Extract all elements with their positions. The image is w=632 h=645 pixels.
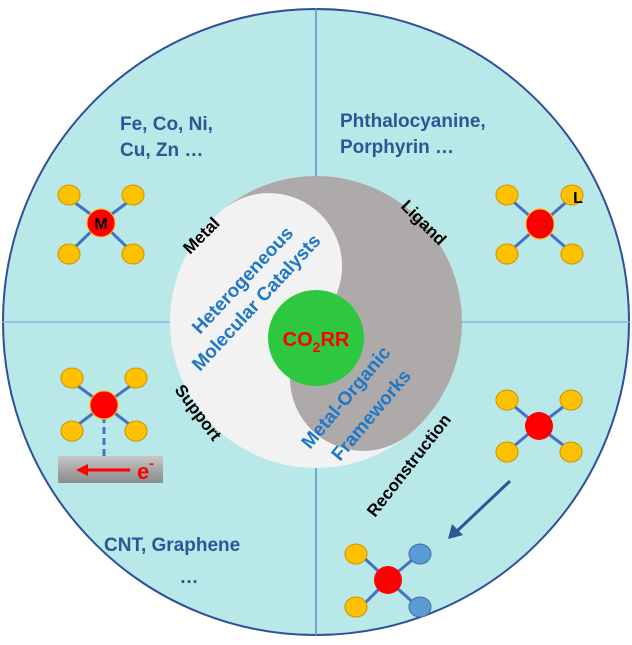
top-right-examples: Phthalocyanine, Porphyrin …: [340, 111, 486, 158]
ligand-atom: [60, 367, 84, 389]
reconstruction-arrow: [448, 479, 512, 539]
ligand-atom: [121, 243, 145, 265]
metal-center-atom: [374, 566, 402, 594]
ligand-atom: [560, 184, 584, 206]
modified-ligand-atom: [408, 543, 432, 565]
metal-center-atom: [86, 208, 116, 238]
top-left-examples: Fe, Co, Ni, Cu, Zn …: [120, 114, 213, 161]
modified-ligand-atom: [408, 596, 432, 618]
center-co2rr-circle: [268, 290, 364, 386]
ligand-atom: [495, 389, 519, 411]
electron-label: e-: [137, 455, 154, 484]
molecule-ligand: L: [495, 184, 584, 265]
ligand-atom: [344, 543, 368, 565]
molecule-before-reconstruction: [495, 389, 583, 463]
ligand-atom: [495, 184, 519, 206]
support-examples-line1: CNT, Graphene: [104, 535, 240, 556]
ligand-atom: [559, 389, 583, 411]
ligand-atom: [495, 243, 519, 265]
molecule-after-reconstruction: [344, 543, 432, 618]
metal-center-atom: [89, 390, 119, 420]
metal-center-atom: [525, 412, 553, 440]
ligand-atom: [57, 243, 81, 265]
center-label: CO2RR: [283, 329, 350, 355]
ligand-atom: [60, 420, 84, 442]
ligand-examples-line2: Porphyrin …: [340, 137, 454, 158]
ligand-atom: [124, 367, 148, 389]
ligand-atom-label: L: [573, 190, 583, 207]
support-examples-line2: …: [180, 567, 199, 588]
molecule-support: e-: [58, 367, 163, 484]
metal-examples-line2: Cu, Zn …: [120, 140, 203, 161]
molecule-metal: M: [57, 184, 145, 265]
ligand-atom: [495, 441, 519, 463]
ligand-atom: [559, 441, 583, 463]
metal-center-atom: [525, 208, 555, 240]
ligand-atom: [57, 184, 81, 206]
metal-examples-line1: Fe, Co, Ni,: [120, 114, 213, 135]
metal-atom-label: M: [94, 216, 107, 233]
ligand-atom: [344, 596, 368, 618]
ligand-atom: [121, 184, 145, 206]
ligand-atom: [124, 420, 148, 442]
bottom-left-examples: CNT, Graphene …: [104, 535, 240, 588]
arrow-head-icon: [448, 524, 463, 539]
ligand-examples-line1: Phthalocyanine,: [340, 111, 486, 132]
electron-arrow-head-icon: [76, 464, 88, 476]
ligand-atom: [560, 243, 584, 265]
core-yin-yang: CO2RR Heterogeneous Molecular Catalysts …: [170, 176, 462, 468]
